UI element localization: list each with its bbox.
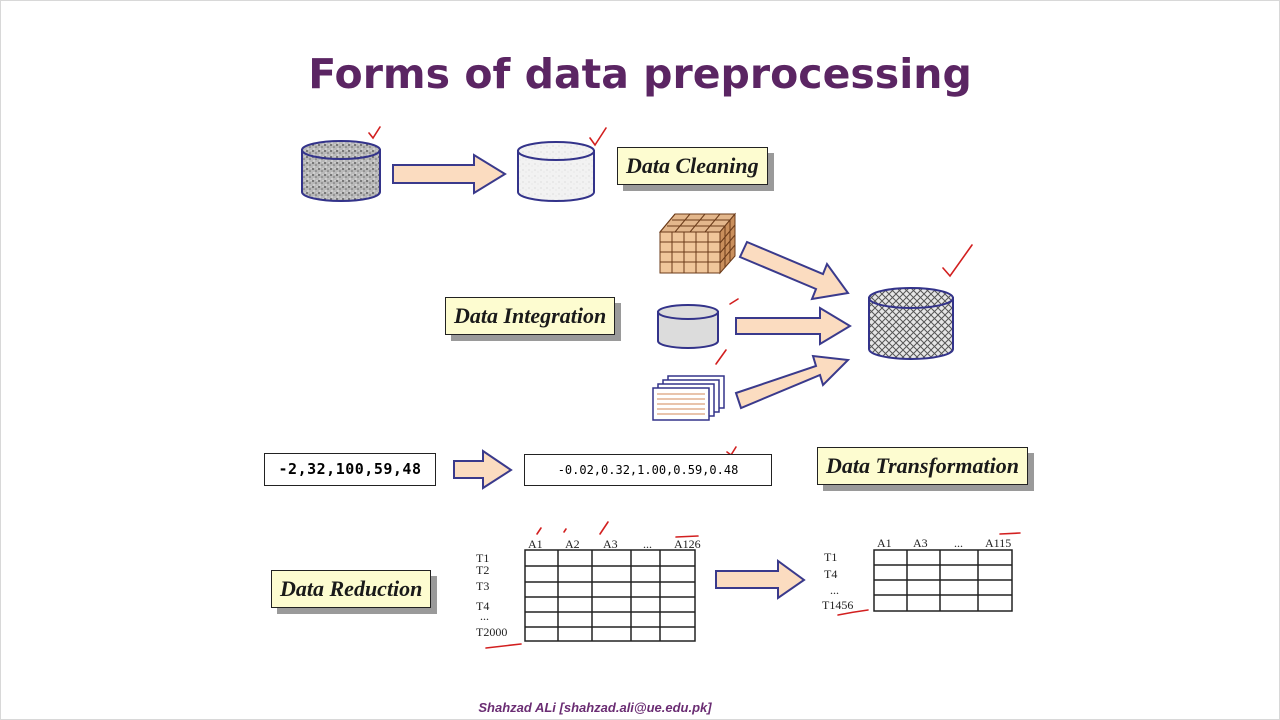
clean-data-cylinder-icon	[517, 141, 595, 202]
integration-arrow-middle-icon	[735, 306, 852, 346]
data-reduction-label: Data Reduction	[271, 570, 432, 608]
reduced-row-1: T4	[824, 567, 837, 581]
original-row-3: T4	[476, 599, 489, 613]
original-column-headers: A1 A2 A3 ... A126	[528, 537, 701, 551]
reduced-row-2: ...	[830, 583, 839, 597]
dirty-data-cylinder-icon	[301, 140, 381, 202]
transformation-arrow-icon	[453, 449, 513, 490]
reduced-row-headers: T1 T4 ... T1456	[822, 550, 853, 612]
data-integration-label: Data Integration	[445, 297, 616, 335]
data-transformation-label: Data Transformation	[817, 447, 1028, 485]
original-row-headers: T1 T2 T3 T4 ... T2000	[476, 551, 507, 639]
reduced-row-0: T1	[824, 550, 837, 564]
reduced-col-1: A3	[913, 536, 928, 550]
raw-values-box: -2,32,100,59,48	[264, 453, 436, 486]
original-row-4: ...	[480, 609, 489, 623]
original-data-table	[524, 549, 696, 642]
normalized-values-text: -0.02,0.32,1.00,0.59,0.48	[557, 463, 739, 477]
original-col-3: ...	[643, 537, 652, 551]
reduction-arrow-icon	[715, 559, 806, 600]
original-row-5: T2000	[476, 625, 507, 639]
original-row-0: T1	[476, 551, 489, 565]
original-row-2: T3	[476, 579, 489, 593]
slide-title: Forms of data preprocessing	[308, 50, 972, 98]
original-col-2: A3	[603, 537, 618, 551]
cube-data-source-icon	[658, 212, 737, 275]
integration-arrow-top-icon	[738, 240, 850, 301]
reduced-data-table	[873, 549, 1013, 612]
database-source-icon	[657, 304, 719, 349]
reduced-col-0: A1	[877, 536, 892, 550]
flat-files-source-icon	[652, 375, 725, 421]
reduced-column-headers: A1 A3 ... A115	[877, 536, 1011, 550]
integration-arrow-bottom-icon	[734, 354, 851, 410]
original-col-4: A126	[674, 537, 701, 551]
original-col-0: A1	[528, 537, 543, 551]
cleaning-arrow-icon	[392, 153, 507, 195]
reduced-col-2: ...	[954, 536, 963, 550]
reduced-col-3: A115	[985, 536, 1011, 550]
original-row-1: T2	[476, 563, 489, 577]
slide-footer: Shahzad ALi [shahzad.ali@ue.edu.pk]	[478, 700, 712, 715]
reduced-row-3: T1456	[822, 598, 853, 612]
original-col-1: A2	[565, 537, 580, 551]
integrated-data-cylinder-icon	[868, 287, 954, 360]
normalized-values-box: -0.02,0.32,1.00,0.59,0.48	[524, 454, 772, 486]
data-cleaning-label: Data Cleaning	[617, 147, 768, 185]
raw-values-text: -2,32,100,59,48	[278, 460, 422, 478]
